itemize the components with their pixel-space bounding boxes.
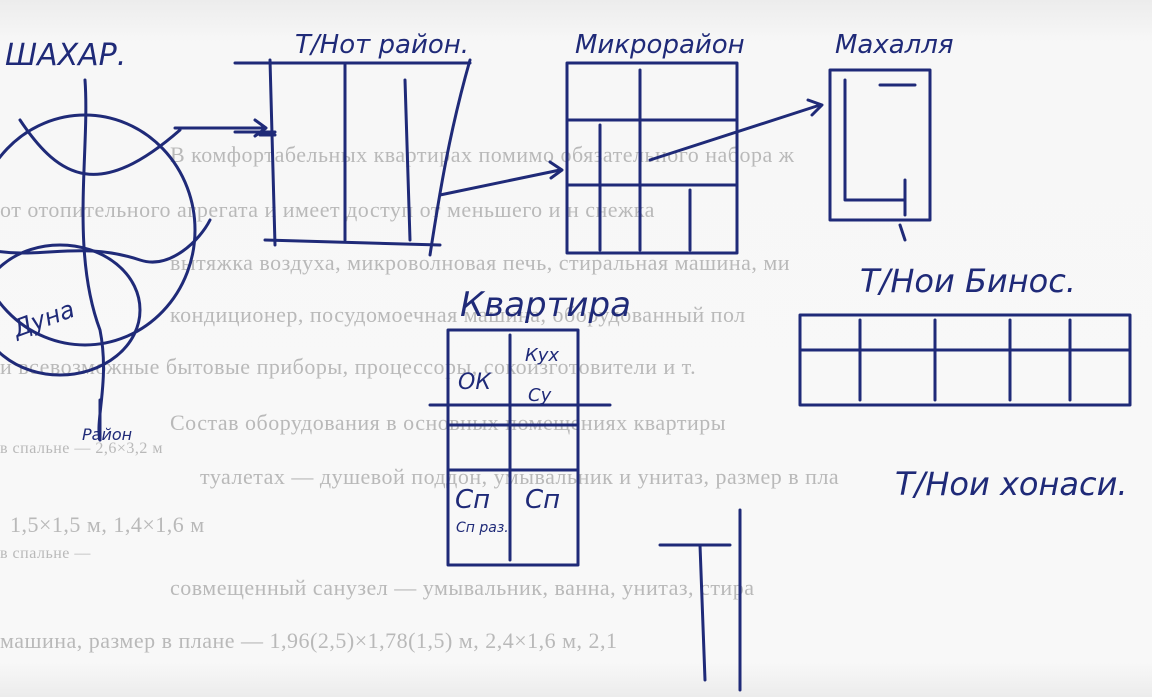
- label-ok: ОК: [458, 370, 491, 395]
- label-rooms: Т/Нои хонаси.: [895, 465, 1128, 503]
- printed-line: 1,5×1,5 м, 1,4×1,6 м: [10, 512, 205, 537]
- label-sp: Сп: [455, 485, 491, 515]
- label-sp2: Сп: [525, 485, 561, 515]
- label-apartment: Квартира: [460, 285, 631, 325]
- printed-line: в спальне — 2,6×3,2 м: [0, 440, 164, 457]
- label-building: Т/Нои Бинос.: [860, 262, 1076, 300]
- label-sp-raz: Сп раз.: [456, 520, 509, 536]
- printed-line: от отопительного агрегата и имеет доступ…: [0, 197, 655, 222]
- label-district: Т/Нот район.: [295, 30, 470, 60]
- printed-line: туалетах — душевой поддон, умывальник и …: [200, 464, 840, 489]
- label-su: Су: [528, 385, 552, 406]
- label-raion: Район: [82, 425, 133, 444]
- label-mahalla: Махалля: [835, 30, 954, 60]
- label-kuh: Кух: [525, 345, 560, 366]
- label-microdistrict: Микрорайон: [575, 30, 745, 60]
- printed-line: кондиционер, посудомоечная машина, обору…: [170, 302, 746, 327]
- printed-line: в спальне —: [0, 545, 91, 562]
- printed-line: машина, размер в плане — 1,96(2,5)×1,78(…: [0, 628, 618, 653]
- label-city: ШАХАР.: [5, 38, 127, 73]
- printed-line: совмещенный санузел — умывальник, ванна,…: [170, 575, 755, 600]
